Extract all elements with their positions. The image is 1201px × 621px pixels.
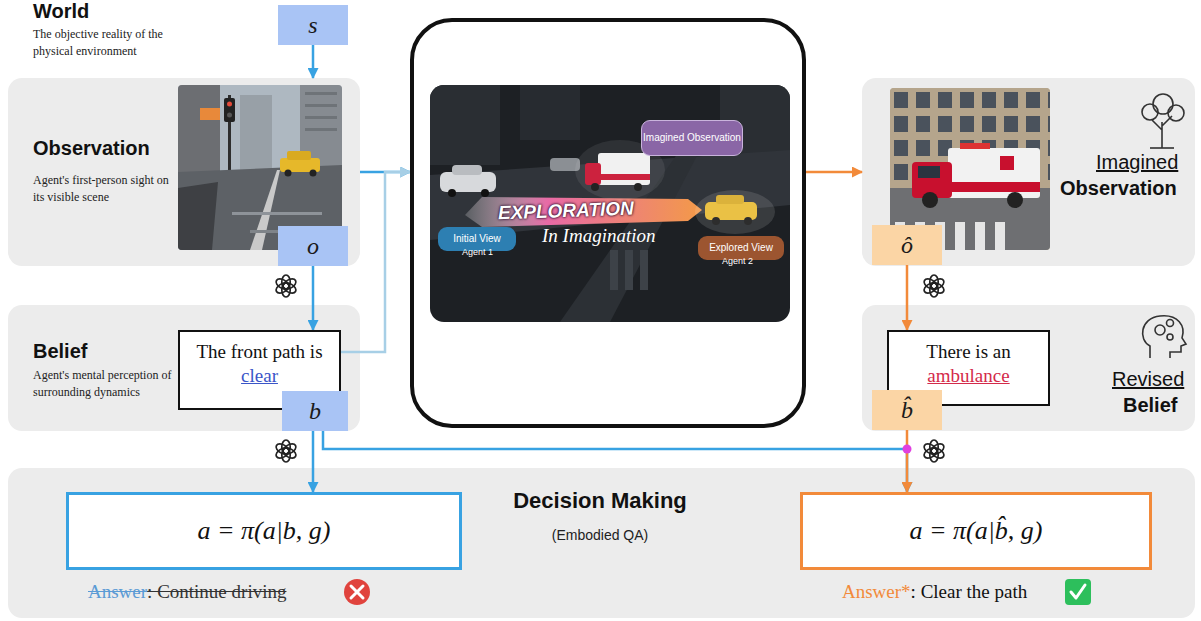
node-text: a = π(a|b̂, g) [909,516,1042,546]
node-text: Agent's first-person sight on its visibl… [33,172,178,206]
policy-box: a = π(a|b̂, g) [800,492,1152,570]
tag-pill: Imagined Observation [641,120,743,156]
node-text: The front path is [196,340,322,364]
belief-panel: BeliefAgent's mental perception of surro… [8,305,360,431]
imagined-observation-box: ô [872,225,942,265]
node-text: clear [241,364,278,388]
answer-row: Answer*: Clear the path [842,580,1027,604]
node-text: o [307,232,319,260]
node-text: Explored View [709,242,773,254]
agent-label: Agent 2 [722,256,753,266]
answer-row: Answer: Continue driving [88,580,286,604]
node-text: a = π(a|b, g) [197,516,330,546]
connector-arrow [323,431,907,492]
imagined-panel: ImaginedObservation ô [862,78,1195,266]
state-box: s [278,5,348,45]
node-text: Agent's mental perception of surrounding… [33,367,178,401]
section-heading: World [33,0,89,22]
revised-belief-symbol-box: b̂ [872,390,942,430]
connector-arrow [806,171,862,174]
llm-icon [922,275,945,297]
node-text: b̂ [901,396,913,424]
node-text: Revised [1112,367,1184,391]
agent-label: Agent 1 [462,247,493,257]
connector-arrow [312,266,315,330]
node-text: There is an [926,340,1010,364]
merge-dot [903,445,912,454]
connector-arrow [906,265,909,330]
node-text: Belief [33,339,87,363]
belief-symbol-box: b [282,391,348,431]
head-gears-icon [1143,316,1186,358]
node-text: Initial View [453,233,501,245]
node-text: EXPLORATION [498,198,635,225]
node-text: s [308,11,317,39]
node-text: Observation [1060,176,1177,200]
node-text: (Embodied QA) [460,526,740,544]
connector-arrow [312,45,315,78]
revised-belief-panel: RevisedBelief There is anambulance b̂ [862,305,1195,431]
answer-tag: Answer* [842,580,911,604]
panel-fills [8,78,1195,618]
node-text: Observation [33,136,150,160]
panel-fill [8,468,1195,618]
node-text: ô [901,231,913,259]
llm-icon [274,275,297,297]
llm-icon [922,440,945,462]
connector-arrow [906,430,909,492]
node-text: Imagined [1096,150,1178,174]
panel-fill [862,78,1195,266]
panel-fill [862,305,1195,431]
observation-panel: ObservationAgent's first-person sight on… [8,78,360,266]
llm-icon [274,440,297,462]
wrong-mark [344,579,370,605]
correct-mark [1065,579,1091,605]
imagination-tree-icon [1142,94,1184,148]
node-text: Decision Making [460,488,740,514]
imagination-box: EXPLORATIONIn Imagination Imagined Observ… [410,18,806,428]
exploration-scene [430,85,790,322]
node-text: Imagined Observation [643,132,741,144]
section-description: The objective reality of the physical en… [33,26,183,60]
policy-box: a = π(a|b, g) [66,492,462,570]
answer-text: : Continue driving [147,580,286,604]
panel-fill [8,305,360,431]
node-text: Belief [1123,393,1177,417]
observation-box: o [278,226,348,266]
node-text: In Imagination [542,225,655,247]
panel-fill [8,78,360,266]
node-text: b [309,397,321,425]
connector-arrow [341,172,410,352]
answer-tag: Answer [88,580,147,604]
answer-text: : Clear the path [911,580,1028,604]
node-text: ambulance [927,364,1009,388]
connector-arrow [312,431,315,492]
